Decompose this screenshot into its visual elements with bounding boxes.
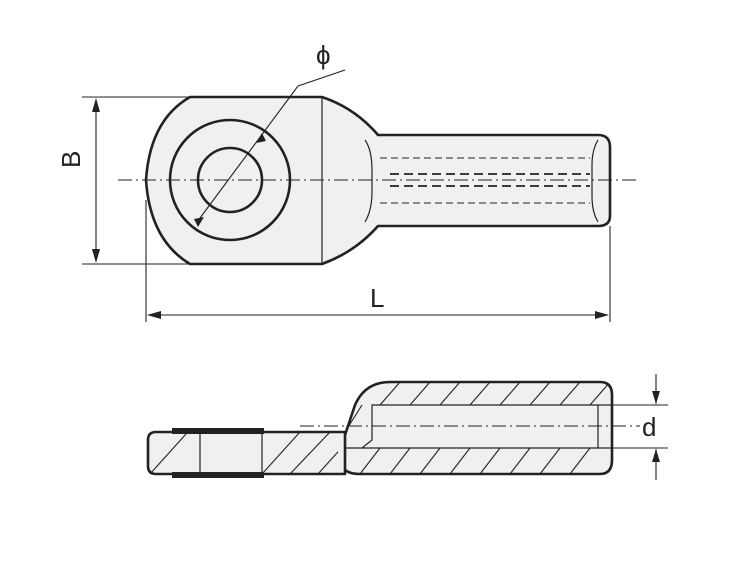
d-arrow-bottom [652, 449, 660, 462]
b-arrow-bottom [92, 249, 100, 263]
washer-bottom-band [172, 472, 264, 478]
diameter-leader-line [199, 85, 299, 219]
top-view: ϕ B L [56, 40, 640, 322]
diameter-leader-tail [297, 69, 346, 87]
inner-diameter-label: d [642, 412, 656, 442]
diameter-arrow-upper [256, 133, 266, 143]
d-arrow-top [652, 391, 660, 404]
diameter-arrow-lower [194, 217, 204, 227]
side-view: d [146, 374, 668, 480]
length-label: L [370, 283, 384, 313]
palm-side-outline [146, 430, 347, 476]
width-label: B [56, 151, 86, 168]
barrel-side-outline [338, 380, 614, 476]
l-arrow-left [147, 311, 161, 319]
b-arrow-top [92, 98, 100, 112]
l-arrow-right [595, 311, 609, 319]
washer-top-band [172, 428, 264, 434]
palm-hatching [149, 432, 338, 474]
barrel-neck-line [364, 139, 373, 223]
diameter-label: ϕ [316, 40, 331, 70]
